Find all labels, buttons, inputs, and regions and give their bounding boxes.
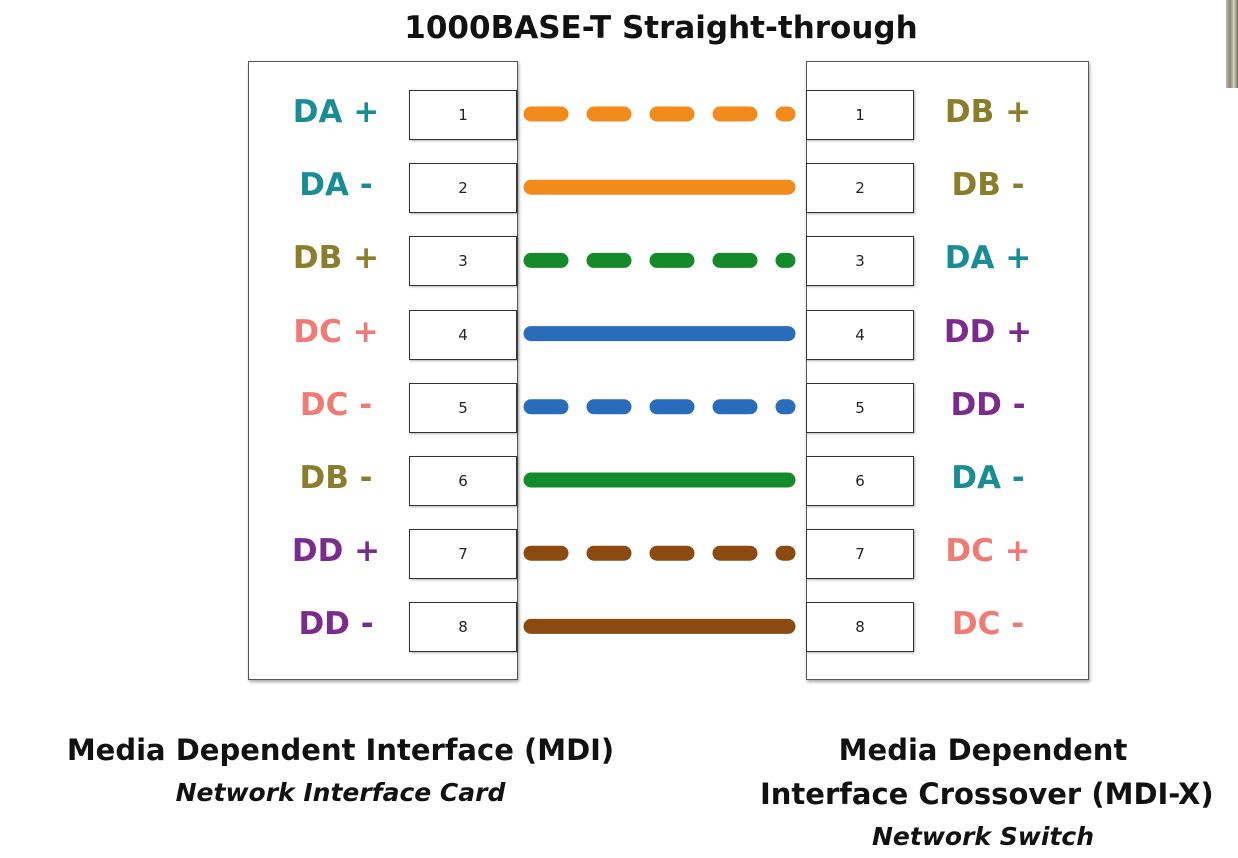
right-pin-box: 1: [806, 90, 914, 140]
left-pin-box: 4: [409, 309, 517, 360]
right-pin-box: 4: [806, 309, 914, 360]
left-pin-box: 2: [409, 163, 517, 214]
left-signal-label: DD +: [291, 533, 381, 570]
left-signal-label: DD -: [298, 606, 374, 643]
left-signal-label: DC -: [299, 386, 373, 423]
right-signal-label: DC -: [951, 606, 1025, 643]
mdi-x-caption-device: Network Switch: [872, 822, 1094, 851]
corner-photo-fragment: [1226, 0, 1238, 88]
left-signal-label: DA +: [292, 94, 380, 130]
left-pin-box: 7: [409, 529, 517, 580]
left-pin-box: 8: [409, 602, 517, 653]
left-pin-box: 6: [409, 456, 517, 506]
right-pin-box: 3: [806, 236, 914, 287]
diagram-title: 1000BASE-T Straight-through: [404, 10, 918, 46]
left-signal-label: DB -: [299, 460, 373, 496]
right-signal-label: DD +: [943, 313, 1033, 350]
right-signal-label: DB +: [944, 94, 1032, 130]
left-signal-label: DB +: [292, 240, 380, 277]
left-pin-box: 5: [409, 382, 517, 433]
left-signal-label: DC +: [293, 313, 379, 350]
right-signal-label: DA -: [951, 460, 1025, 496]
right-pin-box: 8: [806, 602, 914, 653]
mdi-x-caption-title-line1: Media Dependent: [838, 733, 1128, 767]
right-signal-label: DA +: [944, 240, 1032, 277]
right-pin-box: 2: [806, 163, 914, 214]
mdi-x-caption: Media Dependent Interface Crossover (MDI…: [760, 728, 1214, 858]
mdi-caption-title: Media Dependent Interface (MDI): [66, 733, 615, 767]
mdi-caption: Media Dependent Interface (MDI) Network …: [58, 728, 623, 814]
mdi-x-caption-title-line2: Interface Crossover (MDI-X): [760, 777, 1214, 811]
left-pin-box: 1: [409, 90, 517, 140]
right-pin-box: 5: [806, 382, 914, 433]
right-signal-label: DB -: [951, 167, 1025, 204]
left-signal-label: DA -: [299, 167, 373, 204]
left-pin-box: 3: [409, 236, 517, 287]
right-signal-label: DC +: [945, 533, 1031, 570]
right-pin-box: 7: [806, 529, 914, 580]
right-pin-box: 6: [806, 456, 914, 506]
mdi-caption-device: Network Interface Card: [175, 778, 506, 807]
right-signal-label: DD -: [950, 386, 1026, 423]
